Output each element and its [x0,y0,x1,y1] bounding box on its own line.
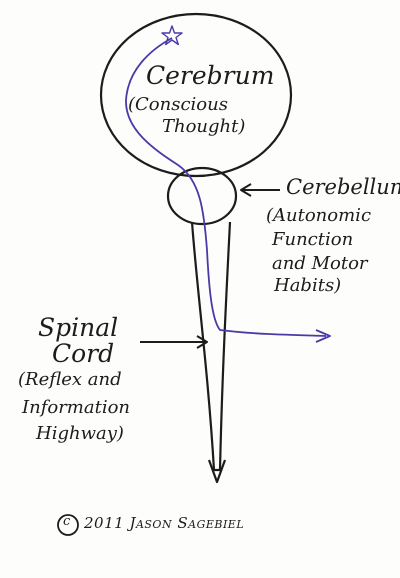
cerebrum-outline [99,12,293,178]
cerebrum-label: Cerebrum [146,61,275,90]
spinal-cord-pointer-arrow-icon [196,335,208,349]
spinal-cord-function-line2: Information [22,397,131,418]
cerebellum-outline [166,166,238,226]
cerebellum-label: Cerebellum [286,175,400,199]
star-icon [161,25,183,46]
cerebrum-function-line2: Thought) [162,116,246,137]
cerebrum-function-line1: (Conscious [128,94,228,115]
spinal-cord-label-line2: Cord [52,339,115,368]
cerebellum-function-line4: Habits) [274,275,342,296]
copyright-circle-icon [57,514,79,536]
cerebellum-function-line2: Function [272,229,354,250]
copyright-text: 2011 Jason Sagebiel [84,514,245,532]
spinal-cord-function-line3: Highway) [36,423,124,444]
nerve-pathway [125,37,327,337]
spinal-cord-outline [190,221,232,472]
copyright-symbol: c [63,514,71,529]
spinal-cord-down-arrow-icon [207,459,227,484]
cerebellum-function-line1: (Autonomic [266,205,372,226]
spinal-cord-function-line1: (Reflex and [18,369,122,390]
nerve-pathway-arrow-icon [315,329,331,343]
spinal-cord-label-line1: Spinal [38,313,119,342]
cerebellum-function-line3: and Motor [272,253,368,274]
cerebellum-pointer-arrow-icon [240,183,252,197]
